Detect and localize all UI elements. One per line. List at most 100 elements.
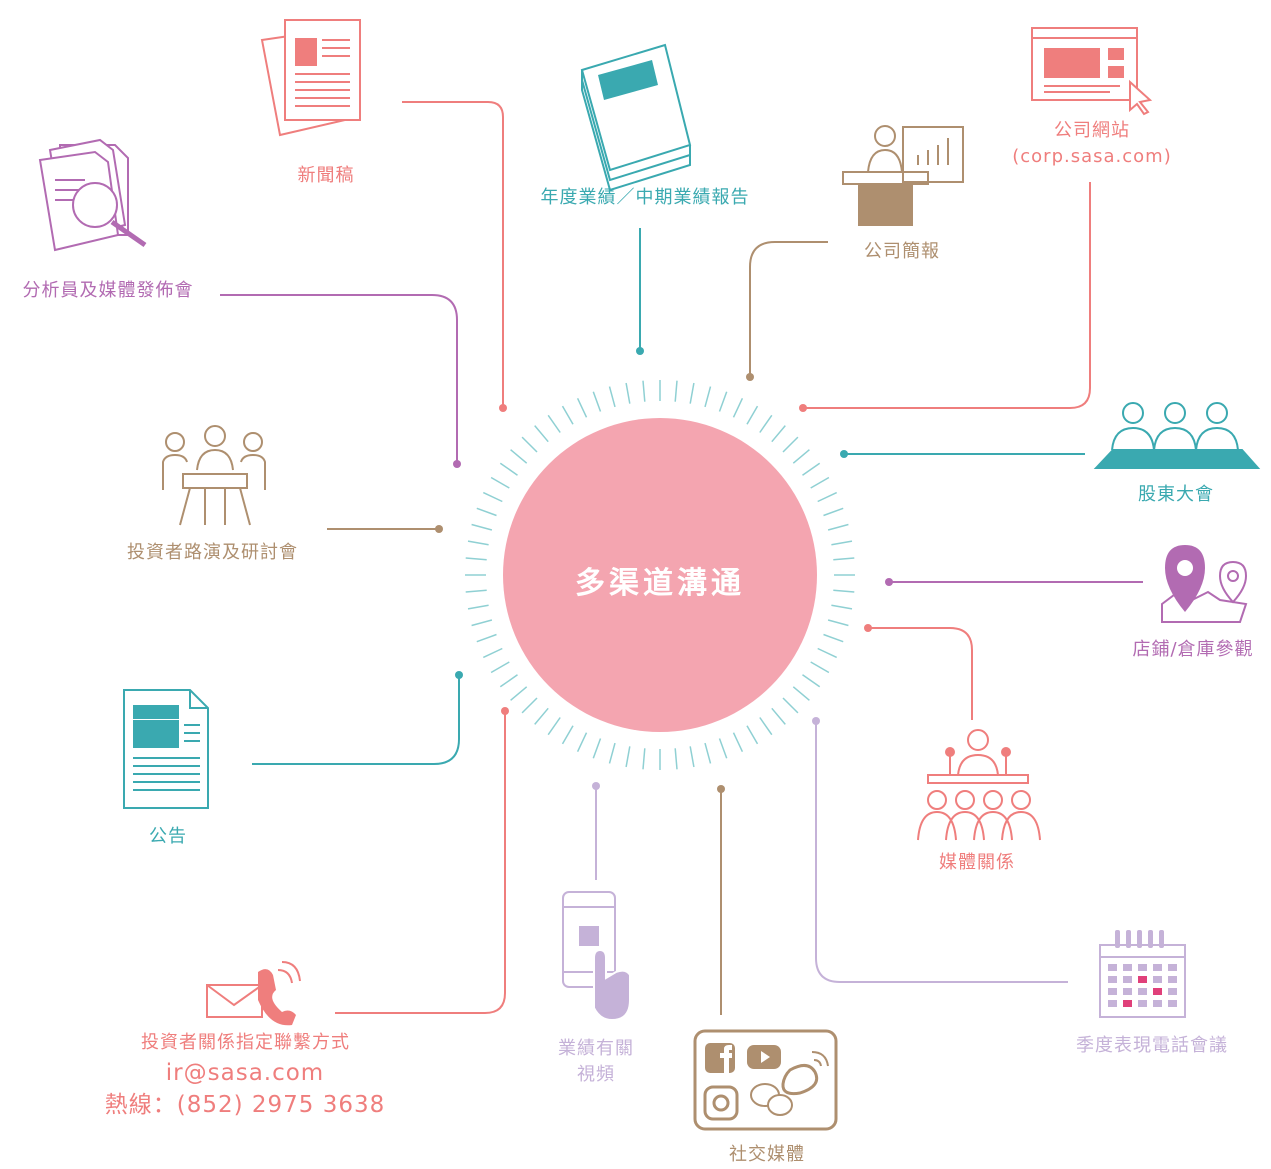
- center-ray: [833, 557, 855, 561]
- connector-briefing: [749, 241, 828, 377]
- website-icon: [1031, 27, 1153, 116]
- calendar-day: [1168, 976, 1177, 983]
- center-ray: [704, 386, 712, 408]
- connector-announcement: [252, 675, 460, 765]
- label-videos-line1: 業績有關: [558, 1038, 634, 1059]
- label-store-visit: 店鋪/倉庫參觀: [1132, 639, 1254, 660]
- center-ray: [476, 633, 497, 643]
- calendar-day: [1123, 988, 1132, 995]
- center-ray: [704, 742, 712, 764]
- connector-analyst: [220, 294, 458, 464]
- meeting-table-icon: [162, 425, 266, 526]
- center-ray: [471, 523, 493, 531]
- calendar-day: [1153, 964, 1162, 971]
- center-ray: [561, 725, 574, 745]
- center-ray: [465, 589, 487, 593]
- center-ray: [608, 742, 616, 764]
- calendar-day: [1138, 1000, 1147, 1007]
- center-ray: [499, 462, 518, 476]
- center-ray: [792, 449, 810, 464]
- label-videos-line2: 視頻: [577, 1064, 615, 1085]
- center-ray: [521, 436, 538, 453]
- center-ray: [802, 674, 821, 688]
- center-ray: [499, 674, 518, 688]
- center-ray: [817, 647, 838, 659]
- center-ray: [759, 717, 773, 736]
- center-ray: [689, 746, 695, 768]
- center-ray: [490, 476, 510, 489]
- center-ray: [746, 725, 759, 745]
- center-ray: [467, 604, 489, 610]
- center-ray: [827, 619, 849, 627]
- label-website: 公司網站: [1054, 120, 1130, 141]
- calendar-day: [1108, 976, 1117, 983]
- center-ray: [833, 589, 855, 593]
- center-ray: [576, 732, 588, 753]
- shareholders-icon: [1093, 402, 1261, 469]
- label-announcement: 公告: [149, 826, 187, 847]
- center-ray: [689, 382, 695, 404]
- calendar-day: [1138, 988, 1147, 995]
- center-rays: [465, 380, 855, 770]
- center-ray: [625, 746, 631, 768]
- calendar-day: [1138, 964, 1147, 971]
- center-ray: [823, 507, 844, 517]
- calendar-day: [1153, 1000, 1162, 1007]
- center-ray: [476, 507, 497, 517]
- center-ray: [534, 707, 549, 725]
- center-ray: [608, 386, 616, 408]
- label-ir-contact: 投資者關係指定聯繫方式: [141, 1032, 350, 1053]
- center-ray: [467, 540, 489, 546]
- newspaper-icon: [260, 19, 361, 137]
- center-ray: [771, 707, 786, 725]
- calendar-day: [1108, 1000, 1117, 1007]
- label-conference-call: 季度表現電話會議: [1076, 1035, 1228, 1056]
- calendar-day: [1168, 964, 1177, 971]
- center-ray: [576, 397, 588, 418]
- label-agm: 股東大會: [1138, 484, 1214, 505]
- calendar-day: [1138, 976, 1147, 983]
- center-ray: [471, 619, 493, 627]
- press-conference-icon: [917, 729, 1041, 841]
- center-ray: [521, 697, 538, 714]
- connector-ir: [335, 711, 506, 1014]
- center-ray: [782, 436, 799, 453]
- center-ray: [592, 391, 602, 412]
- center-ray: [802, 462, 821, 476]
- center-ray: [510, 449, 528, 464]
- center-ray: [831, 540, 853, 546]
- label-ir-email[interactable]: ir@sasa.com: [165, 1060, 325, 1086]
- center-ray: [771, 425, 786, 443]
- center-ray: [827, 523, 849, 531]
- center-ray: [561, 405, 574, 425]
- center-ray: [782, 697, 799, 714]
- center-ray: [674, 748, 678, 770]
- label-website-url: (corp.sasa.com): [1012, 146, 1172, 167]
- center-ray: [490, 661, 510, 674]
- label-social-media: 社交媒體: [729, 1144, 805, 1165]
- mail-phone-icon: [206, 961, 301, 1026]
- label-press-release: 新聞稿: [297, 165, 355, 186]
- center-ray: [642, 748, 646, 770]
- center-ray: [823, 633, 844, 643]
- center-ray: [510, 686, 528, 701]
- label-annual-report: 年度業績／中期業績報告: [540, 187, 750, 208]
- location-pin-icon: [1161, 545, 1248, 623]
- connector-website: [803, 182, 1091, 409]
- calendar-day: [1153, 976, 1162, 983]
- calendar-icon: [1099, 930, 1186, 1018]
- center-ray: [718, 738, 728, 759]
- center-ray: [718, 391, 728, 412]
- connector-media: [868, 627, 973, 720]
- center-ray: [810, 661, 830, 674]
- center-ray: [759, 414, 773, 433]
- center-ray: [547, 717, 561, 736]
- calendar-day: [1123, 976, 1132, 983]
- calendar-day: [1153, 988, 1162, 995]
- label-roadshow: 投資者路演及研討會: [127, 542, 298, 563]
- center-ray: [592, 738, 602, 759]
- center-ray: [817, 491, 838, 503]
- presenter-icon: [842, 125, 964, 226]
- announcement-doc-icon: [123, 689, 209, 809]
